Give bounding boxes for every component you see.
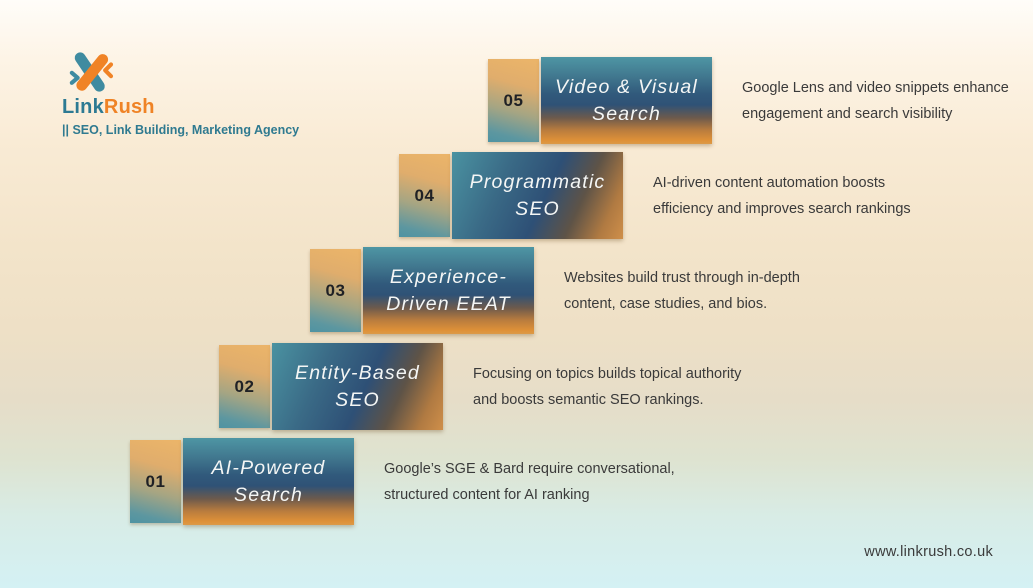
step-description-line1: Focusing on topics builds topical author… (473, 365, 742, 382)
step-description-line1: Google’s SGE & Bard require conversation… (384, 460, 675, 477)
website-url: www.linkrush.co.uk (864, 544, 993, 560)
step-title-card: Programmatic SEO (452, 152, 623, 239)
step-title-line1: Video & Visual (555, 75, 698, 98)
step-description-line2: efficiency and improves search rankings (653, 200, 911, 217)
brand-name-rush: Rush (103, 96, 155, 118)
step-number-badge: 03 (310, 249, 361, 332)
step-description-line2: content, case studies, and bios. (564, 295, 768, 312)
step-title-line1: Entity-Based (295, 361, 420, 384)
step-row-05: 05 Video & Visual Search Google Lens and… (488, 57, 1009, 144)
step-title-line1: Programmatic (469, 170, 606, 193)
step-description-line1: Websites build trust through in-depth (564, 269, 800, 286)
step-number-badge: 02 (219, 345, 270, 428)
step-number: 05 (503, 90, 524, 110)
step-description-line2: engagement and search visibility (742, 105, 953, 122)
step-description: Focusing on topics builds topical author… (473, 361, 741, 413)
step-title-card: Entity-Based SEO (272, 343, 443, 430)
step-number: 01 (145, 471, 166, 491)
step-number: 04 (414, 185, 435, 205)
step-number-badge: 01 (130, 440, 181, 523)
step-description: Websites build trust through in-depth co… (564, 265, 800, 317)
step-description: Google Lens and video snippets enhance e… (742, 75, 1009, 127)
step-row-04: 04 Programmatic SEO AI-driven content au… (399, 152, 911, 239)
step-row-03: 03 Experience- Driven EEAT Websites buil… (310, 247, 800, 334)
step-row-01: 01 AI-Powered Search Google’s SGE & Bard… (130, 438, 675, 525)
step-title-card: Experience- Driven EEAT (363, 247, 534, 334)
brand-name: LinkRush (62, 96, 299, 119)
step-title-line1: Experience- (389, 265, 508, 288)
step-description-line1: AI-driven content automation boosts (653, 174, 886, 191)
step-title-line2: Search (592, 102, 661, 125)
brand-name-link: Link (62, 96, 104, 118)
step-title-line2: Driven EEAT (386, 292, 511, 315)
step-title-line2: SEO (515, 197, 560, 220)
step-description-line2: structured content for AI ranking (384, 486, 590, 503)
step-description: Google’s SGE & Bard require conversation… (384, 456, 675, 508)
step-description-line1: Google Lens and video snippets enhance (742, 79, 1009, 96)
step-title-card: Video & Visual Search (541, 57, 712, 144)
step-number: 03 (325, 280, 346, 300)
step-number-badge: 04 (399, 154, 450, 237)
step-number-badge: 05 (488, 59, 539, 142)
brand-tagline: || SEO, Link Building, Marketing Agency (62, 123, 300, 137)
step-number: 02 (234, 376, 255, 396)
step-title-line2: Search (234, 483, 303, 506)
x-arrows-logo-icon (69, 52, 114, 92)
step-description: AI-driven content automation boosts effi… (653, 170, 911, 222)
step-title-line2: SEO (335, 388, 380, 411)
step-row-02: 02 Entity-Based SEO Focusing on topics b… (219, 343, 741, 430)
step-description-line2: and boosts semantic SEO rankings. (473, 391, 704, 408)
step-title-card: AI-Powered Search (183, 438, 354, 525)
brand-logo: LinkRush || SEO, Link Building, Marketin… (62, 50, 299, 137)
step-title-line1: AI-Powered (211, 456, 326, 479)
